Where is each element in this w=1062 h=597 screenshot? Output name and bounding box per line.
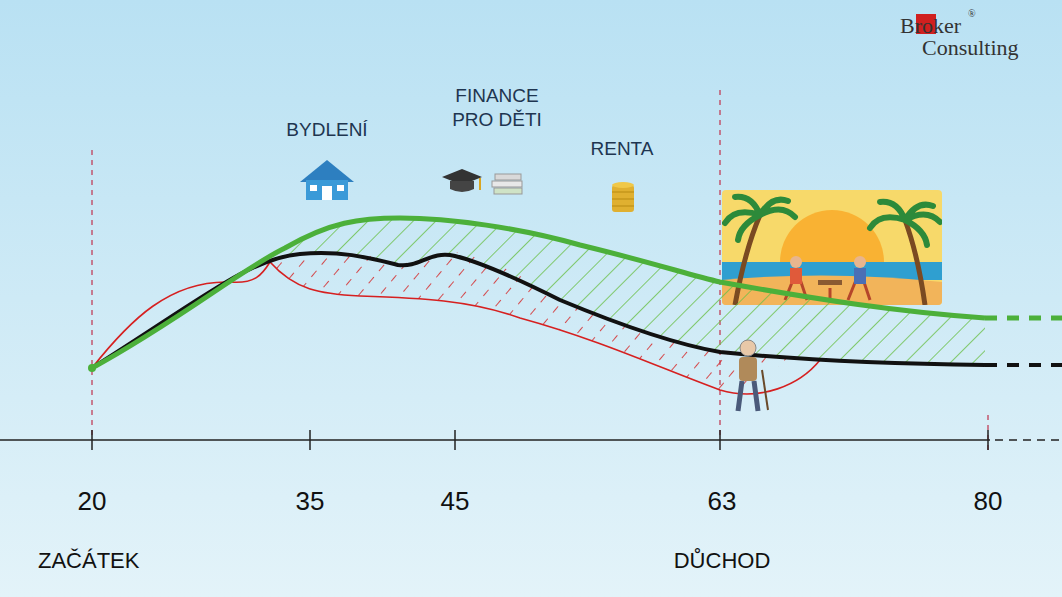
green-curve-continuation — [985, 316, 1062, 321]
life-stage-label: FINANCE PRO DĚTI — [442, 84, 552, 132]
life-stage-label: RENTA — [591, 137, 654, 161]
age-number: 63 — [708, 485, 737, 518]
time-axis-continuation — [995, 439, 1062, 441]
end-marker — [987, 415, 988, 450]
black-curve — [92, 253, 985, 368]
house-icon — [300, 160, 354, 200]
age-number: 80 — [974, 485, 1003, 518]
age-number: 35 — [296, 485, 325, 518]
life-stage-label: BYDLENÍ — [286, 118, 367, 142]
age-number: 45 — [441, 485, 470, 518]
black-curve-continuation — [985, 363, 1062, 367]
logo-text: Consulting — [922, 34, 1019, 62]
logo-mark: ® — [968, 8, 976, 21]
red-hatch — [270, 252, 790, 391]
time-axis — [0, 439, 990, 441]
age-number: 20 — [78, 485, 107, 518]
phase-label: ZAČÁTEK — [38, 547, 139, 575]
graduation-books-icon — [442, 169, 522, 194]
coin-stack-icon — [612, 182, 634, 212]
axis-ticks — [92, 430, 988, 450]
green-curve — [92, 218, 985, 368]
old-man-figure — [738, 340, 768, 411]
start-marker — [91, 150, 92, 440]
phase-label: DŮCHOD — [674, 547, 771, 575]
